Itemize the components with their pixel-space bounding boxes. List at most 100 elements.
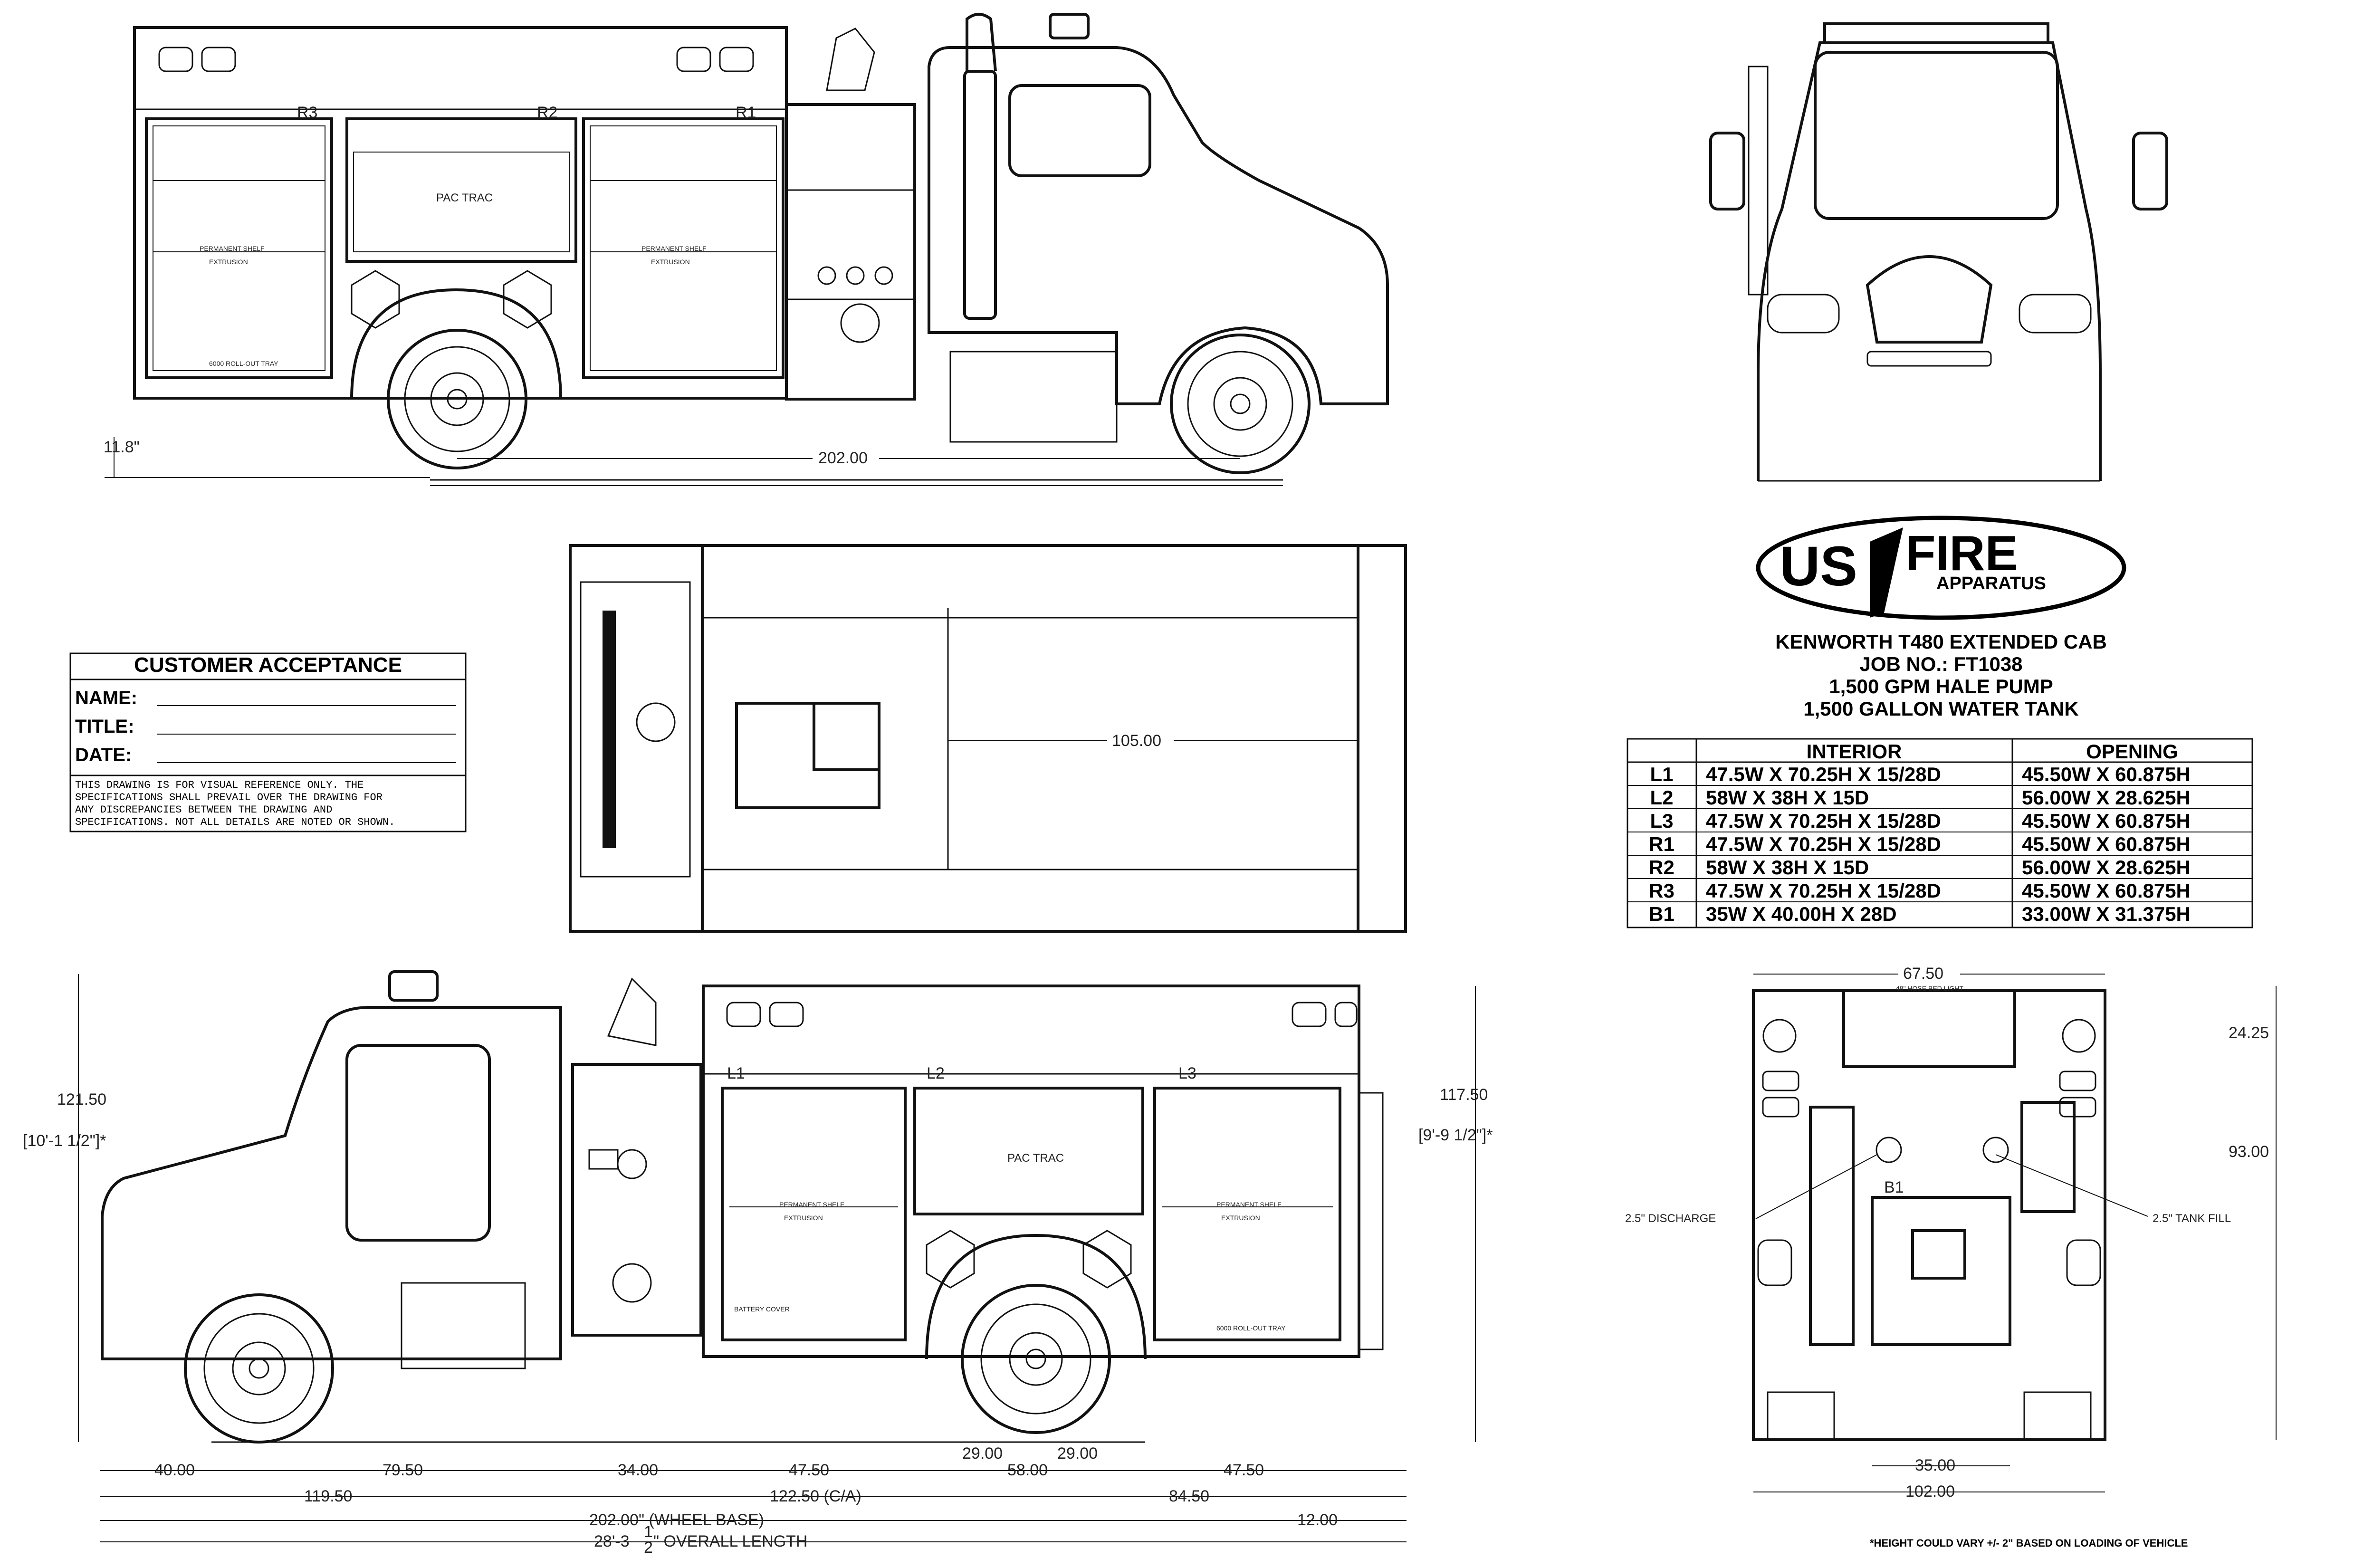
top-side-view: PERMANENT SHELF EXTRUSION PERMANENT SHEL… [104,13,1389,486]
comp-label-r3: R3 [297,104,317,122]
dim-value: 122.50 (C/A) [770,1487,861,1505]
dim-value: 84.50 [1169,1487,1209,1505]
dim-value: 58.00 [1007,1461,1048,1479]
dim-body-height: 117.50 [1440,1086,1488,1104]
pac-trac-label: PAC TRAC [1007,1152,1064,1165]
bottom-side-view: PERMANENT SHELF EXTRUSION PERMANENT SHEL… [23,970,1493,1557]
dim-rear-overhang: 12.00 [1297,1511,1338,1529]
table-row-id: R1 [1649,833,1675,855]
title-line-3: 1,500 GPM HALE PUMP [1829,675,2053,698]
dim-row-1: 40.00 79.50 34.00 47.50 29.00 29.00 47.5… [154,1444,1264,1479]
table-row-interior: 58W X 38H X 15D [1706,856,1869,879]
extrusion-label: EXTRUSION [209,258,248,266]
table-row-interior: 47.5W X 70.25H X 15/28D [1706,880,1941,902]
rear-view: 48" HOSE BED LIGHT B1 2.5" DISCHARGE 2.5… [1625,962,2277,1501]
company-logo: US FIRE APPARATUS [1756,516,2126,620]
comp-label-l1: L1 [727,1064,745,1082]
title-block: KENWORTH T480 EXTENDED CAB JOB NO.: FT10… [1775,631,2107,720]
dim-overall-height: 121.50 [57,1090,106,1109]
dim-value: 34.00 [618,1461,658,1479]
front-view [1709,22,2168,482]
dim-overall-length: 28'-3 [594,1532,630,1550]
logo-apparatus: APPARATUS [1936,574,2046,593]
dim-overall-suffix: " OVERALL LENGTH [653,1532,807,1550]
dim-value: 47.50 [789,1461,829,1479]
table-row-id: B1 [1649,903,1675,925]
title-line-2: JOB NO.: FT1038 [1859,653,2022,675]
dim-wheelbase: 202.00" (WHEEL BASE) [589,1511,764,1529]
title-line-4: 1,500 GALLON WATER TANK [1803,698,2079,720]
tray-label: 6000 ROLL-OUT TRAY [209,360,278,367]
comp-label-b1: B1 [1884,1178,1904,1196]
compartment-table: INTERIOR OPENING L1 47.5W X 70.25H X 15/… [1627,738,2253,928]
table-row-id: L2 [1650,786,1673,809]
plan-view: 105.00 [569,544,1407,933]
table-row-interior: 35W X 40.00H X 28D [1706,903,1897,925]
name-label: NAME: [75,688,137,708]
comp-label-l3: L3 [1178,1064,1196,1082]
customer-acceptance-box: CUSTOMER ACCEPTANCE NAME: TITLE: DATE: T… [69,652,467,832]
table-row-opening: 45.50W X 60.875H [2022,810,2191,832]
disclaimer-line: THIS DRAWING IS FOR VISUAL REFERENCE ONL… [75,779,364,791]
dim-value: 47.50 [1224,1461,1264,1479]
dim-plan-length: 105.00 [1112,732,1161,750]
acceptance-title: CUSTOMER ACCEPTANCE [134,653,402,677]
table-row-id: R3 [1649,880,1675,902]
extrusion-label: EXTRUSION [784,1214,823,1222]
dim-overall-frac-bot: 2 [644,1539,653,1557]
logo-fire: FIRE [1905,526,2018,581]
battery-cover-label: BATTERY COVER [734,1305,790,1313]
disclaimer-line: ANY DISCREPANCIES BETWEEN THE DRAWING AN… [75,804,332,816]
table-row-opening: 45.50W X 60.875H [2022,880,2191,902]
title-line-1: KENWORTH T480 EXTENDED CAB [1775,631,2107,653]
table-row-id: L1 [1650,763,1673,785]
shelf-label: PERMANENT SHELF [641,245,707,252]
tank-fill-label: 2.5" TANK FILL [2153,1212,2231,1225]
disclaimer-line: SPECIFICATIONS. NOT ALL DETAILS ARE NOTE… [75,816,395,828]
table-header-opening: OPENING [2086,740,2178,763]
table-row-opening: 45.50W X 60.875H [2022,833,2191,855]
table-row-interior: 47.5W X 70.25H X 15/28D [1706,833,1941,855]
table-row-opening: 56.00W X 28.625H [2022,786,2191,809]
dim-rear-top: 24.25 [2229,1024,2269,1042]
dim-body-height-ft: [9'-9 1/2"]* [1418,1126,1493,1144]
dim-value: 79.50 [383,1461,423,1479]
date-label: DATE: [75,745,132,765]
table-row-opening: 33.00W X 31.375H [2022,903,2191,925]
dim-overall-height-ft: [10'-1 1/2"]* [23,1132,106,1150]
discharge-label: 2.5" DISCHARGE [1625,1212,1716,1225]
extrusion-label: EXTRUSION [1221,1214,1260,1222]
footnote: *HEIGHT COULD VARY +/- 2" BASED ON LOADI… [1870,1537,2188,1549]
dim-rear-102: 102.00 [1905,1482,1955,1501]
extrusion-label: EXTRUSION [651,258,690,266]
dim-value: 119.50 [304,1487,352,1505]
table-row-id: L3 [1650,810,1673,832]
dim-value: 29.00 [962,1444,1003,1463]
comp-label-r2: R2 [537,104,557,122]
table-row-interior: 58W X 38H X 15D [1706,786,1869,809]
dim-wheelbase-top: 202.00 [818,449,868,467]
table-row-id: R2 [1649,856,1675,879]
comp-label-l2: L2 [927,1064,945,1082]
dim-row-2: 119.50 122.50 (C/A) 84.50 [304,1487,1209,1505]
dim-value: 29.00 [1057,1444,1098,1463]
logo-us: US [1780,535,1857,598]
shelf-label: PERMANENT SHELF [1216,1201,1282,1208]
dim-rear-35: 35.00 [1915,1456,1955,1474]
dim-rear-width-top: 67.50 [1903,965,1943,983]
table-row-interior: 47.5W X 70.25H X 15/28D [1706,810,1941,832]
table-header-interior: INTERIOR [1807,740,1902,763]
tray-label: 6000 ROLL-OUT TRAY [1216,1324,1286,1332]
table-row-interior: 47.5W X 70.25H X 15/28D [1706,763,1941,785]
dim-ground-clearance: 11.8" [104,438,140,456]
hose-bed-light-label: 48" HOSE BED LIGHT [1896,985,1963,992]
title-label: TITLE: [75,716,134,737]
dim-rear-side: 93.00 [2229,1143,2269,1161]
shelf-label: PERMANENT SHELF [779,1201,844,1208]
table-row-opening: 56.00W X 28.625H [2022,856,2191,879]
table-row-opening: 45.50W X 60.875H [2022,763,2191,785]
dim-value: 40.00 [154,1461,195,1479]
shelf-label: PERMANENT SHELF [200,245,265,252]
disclaimer-line: SPECIFICATIONS SHALL PREVAIL OVER THE DR… [75,792,383,803]
